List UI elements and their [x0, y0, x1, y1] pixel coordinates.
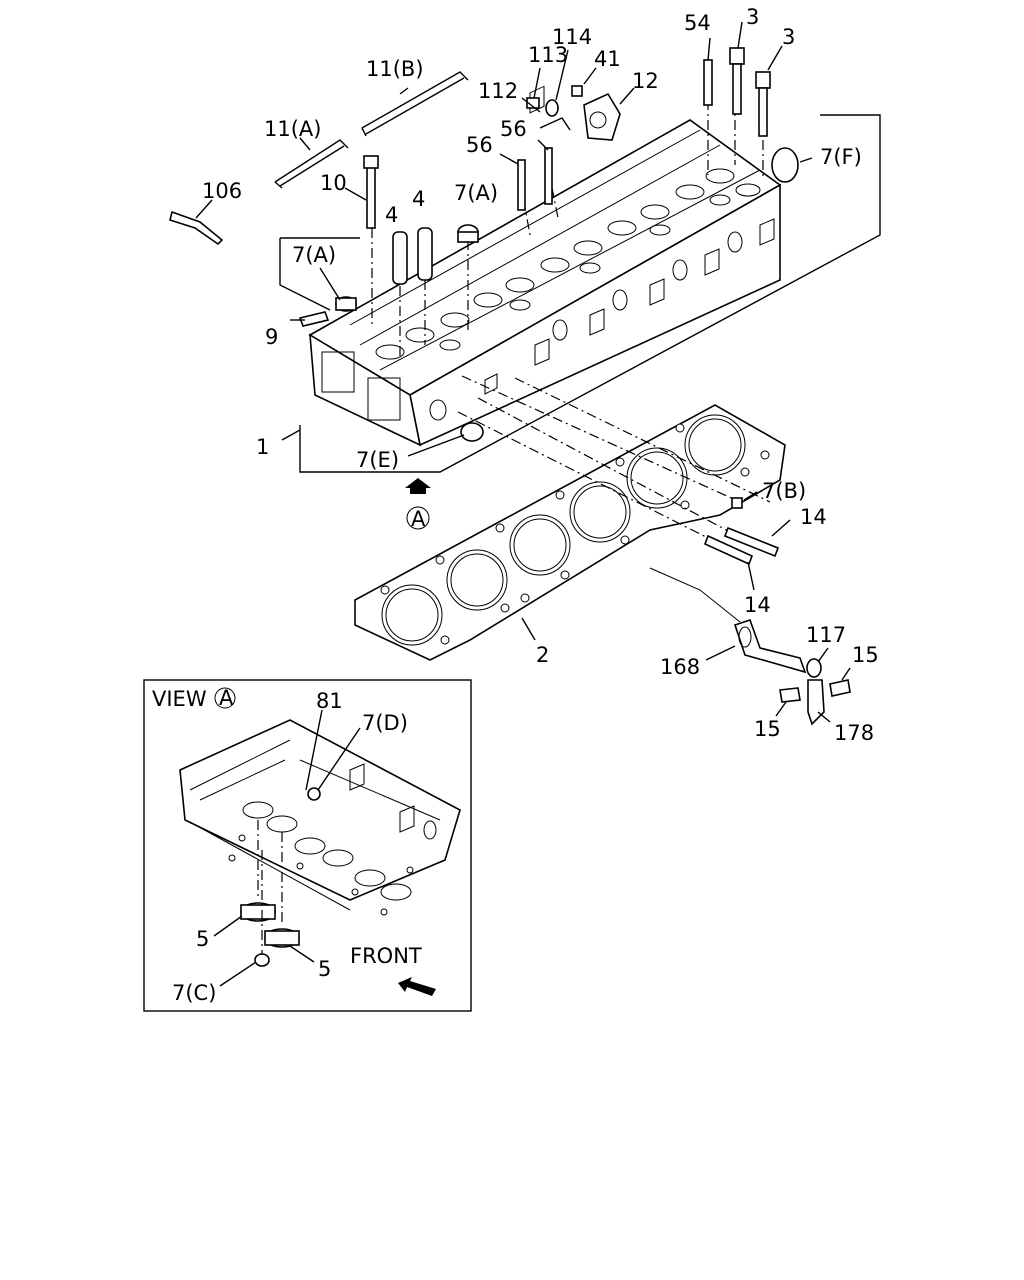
- label-168: 168: [660, 655, 700, 679]
- part-117-washer: [806, 658, 822, 678]
- inset-label-5-left: 5: [196, 927, 209, 951]
- label-7e: 7(E): [356, 448, 399, 472]
- part-9-bolt: [298, 311, 330, 327]
- part-11b-bracket: [361, 71, 469, 137]
- label-4-right: 4: [412, 187, 425, 211]
- part-54-stud: [703, 59, 713, 106]
- part-7b-plug: [731, 497, 743, 509]
- part-7f-plug: [771, 147, 799, 183]
- inset-title-marker: A: [219, 686, 234, 710]
- inset-label-5-right: 5: [318, 957, 331, 981]
- assembly-outline: [299, 114, 881, 473]
- label-14-lower: 14: [744, 593, 771, 617]
- inset-label-7c: 7(C): [172, 981, 216, 1005]
- label-41: 41: [594, 47, 621, 71]
- part-labels: 106 11(A) 11(B) 10 4 4 7(A) 7(A) 9 1 7(E…: [202, 5, 879, 745]
- inset-title: VIEW: [152, 687, 207, 711]
- label-3-left: 3: [746, 5, 759, 29]
- part-56-studs: [517, 147, 553, 211]
- leader-lines: [195, 21, 851, 723]
- cylinder-head: [308, 85, 782, 447]
- head-gasket: [354, 404, 786, 661]
- label-114: 114: [552, 25, 592, 49]
- part-112-114-bracket: [526, 85, 583, 131]
- front-arrow-icon: [398, 977, 436, 996]
- label-1: 1: [256, 435, 269, 459]
- part-10-glow-plug: [363, 155, 379, 229]
- view-a-arrow: A: [405, 478, 431, 531]
- label-106: 106: [202, 179, 242, 203]
- part-106-injector-sleeve: [169, 210, 224, 246]
- part-3-bolts: [729, 47, 771, 137]
- label-7f: 7(F): [820, 145, 862, 169]
- label-7b: 7(B): [762, 479, 806, 503]
- label-10: 10: [320, 171, 347, 195]
- label-113: 113: [528, 43, 568, 67]
- label-2: 2: [536, 643, 549, 667]
- inset-view-a: VIEW A 81: [143, 679, 472, 1012]
- part-15-bolts: [779, 679, 851, 703]
- label-117: 117: [806, 623, 846, 647]
- part-12-cover: [583, 92, 621, 141]
- inset-label-7d: 7(D): [362, 711, 408, 735]
- label-9: 9: [265, 325, 278, 349]
- label-11b: 11(B): [366, 57, 424, 81]
- label-15-left: 15: [754, 717, 781, 741]
- label-7a-left: 7(A): [292, 243, 336, 267]
- inset-label-81: 81: [316, 689, 343, 713]
- label-12: 12: [632, 69, 659, 93]
- part-168-lifting-hanger: [649, 567, 807, 674]
- inset-front-label: FRONT: [350, 944, 422, 968]
- label-54: 54: [684, 11, 711, 35]
- view-a-marker: A: [411, 507, 426, 531]
- label-7a-mid: 7(A): [454, 181, 498, 205]
- label-15-right: 15: [852, 643, 879, 667]
- label-3-right: 3: [782, 25, 795, 49]
- part-7e-plug: [460, 422, 484, 442]
- label-178: 178: [834, 721, 874, 745]
- part-14-studs: [703, 526, 780, 566]
- part-178-clamp: [807, 679, 825, 726]
- label-56-left: 56: [466, 133, 493, 157]
- label-56-top: 56: [500, 117, 527, 141]
- label-14-upper: 14: [800, 505, 827, 529]
- part-4-dowels: [392, 227, 433, 285]
- part-7a-plugs: [335, 224, 479, 312]
- label-112: 112: [478, 79, 518, 103]
- label-11a: 11(A): [264, 117, 321, 141]
- label-4-left: 4: [385, 203, 398, 227]
- part-11a-bracket: [274, 139, 349, 189]
